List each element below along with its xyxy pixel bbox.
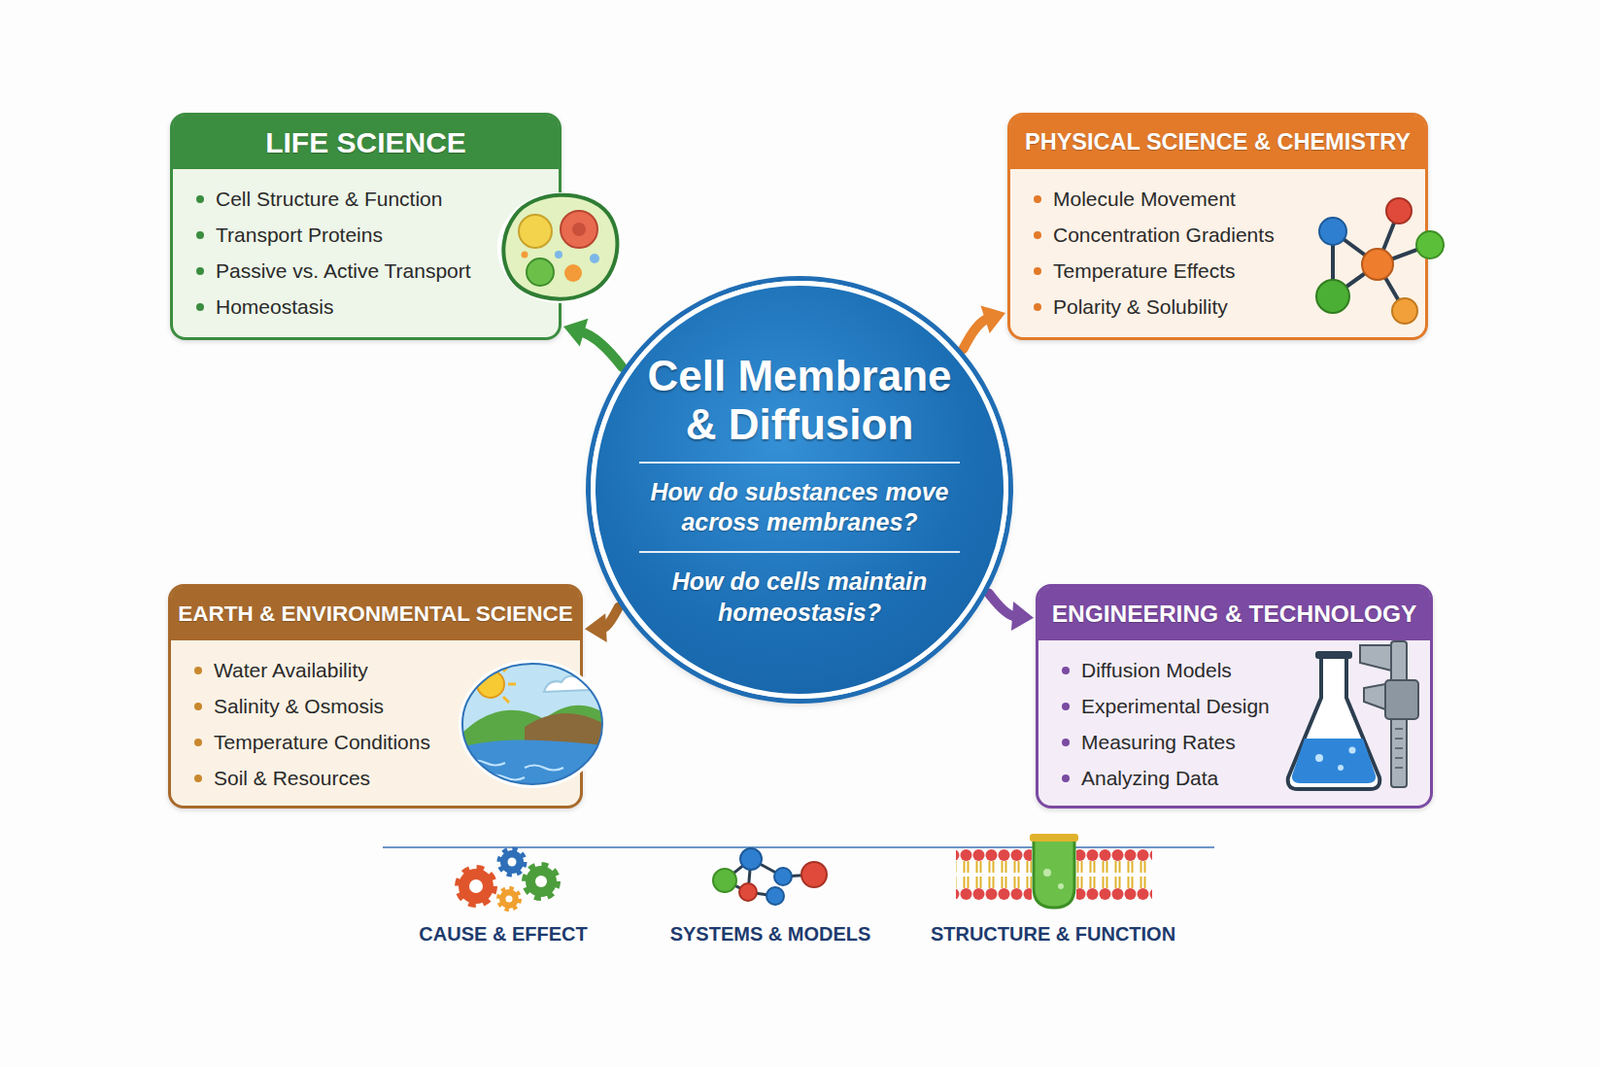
bullet-row: Polarity & Solubility: [1033, 288, 1426, 325]
bullet-text: Salinity & Osmosis: [213, 694, 384, 718]
bullet-dot: [1061, 666, 1070, 675]
arrow-head: [1011, 601, 1034, 631]
topic-box: LIFE SCIENCECell Structure & FunctionTra…: [170, 112, 562, 341]
hub-title: Cell Membrane & Diffusion: [634, 351, 965, 448]
topic-box: PHYSICAL SCIENCE & CHEMISTRYMolecule Mov…: [1007, 112, 1429, 341]
box-heading: EARTH & ENVIRONMENTAL SCIENCE: [170, 586, 580, 641]
box-body: Cell Structure & FunctionTransport Prote…: [172, 169, 559, 335]
bullet-dot: [196, 303, 205, 311]
bullet-row: Measuring Rates: [1061, 723, 1430, 760]
bullet-text: Concentration Gradients: [1053, 223, 1275, 247]
box-body: Water AvailabilitySalinity & OsmosisTemp…: [170, 640, 580, 806]
arrow-head: [563, 318, 588, 347]
topic-box: EARTH & ENVIRONMENTAL SCIENCEWater Avail…: [168, 583, 583, 809]
flow-arrow: [584, 607, 619, 643]
box-heading: PHYSICAL SCIENCE & CHEMISTRY: [1010, 115, 1426, 170]
bullet-dot: [194, 774, 203, 783]
bullet-dot: [1061, 738, 1070, 747]
bullet-text: Cell Structure & Function: [215, 187, 443, 211]
bullet-dot: [1061, 774, 1070, 783]
lab-illustration: [1288, 641, 1419, 789]
box-body: Diffusion ModelsExperimental DesignMeasu…: [1038, 640, 1430, 806]
bullet-row: Transport Proteins: [196, 216, 559, 253]
divider-rule: [382, 846, 1215, 849]
guiding-question: How do substances move across membranes?: [644, 476, 955, 539]
arrow-head: [584, 612, 608, 643]
bullet-row: Diffusion Models: [1061, 651, 1430, 688]
bullet-dot: [1033, 195, 1042, 204]
divider-line: [639, 461, 960, 464]
bullet-row: Water Availability: [194, 651, 580, 688]
bullet-text: Homeostasis: [215, 295, 334, 319]
bullet-dot: [1061, 702, 1070, 711]
bullet-row: Cell Structure & Function: [196, 180, 559, 217]
arrow-shaft: [988, 592, 1016, 616]
hub-circle: Cell Membrane & DiffusionHow do substanc…: [590, 280, 1009, 699]
cell-illustration: [502, 195, 619, 300]
bullet-text: Experimental Design: [1081, 694, 1270, 718]
bullet-dot: [196, 231, 205, 239]
bullet-row: Experimental Design: [1061, 687, 1430, 724]
arrow-shaft: [580, 331, 622, 367]
bullet-text: Molecule Movement: [1053, 187, 1236, 211]
bullet-row: Temperature Conditions: [194, 723, 580, 760]
bullet-row: Salinity & Osmosis: [194, 687, 580, 724]
bullet-row: Homeostasis: [196, 288, 559, 325]
bullet-row: Temperature Effects: [1033, 252, 1426, 289]
box-heading: LIFE SCIENCE: [172, 115, 559, 170]
concept-label: SYSTEMS & MODELS: [670, 922, 872, 946]
bullet-dot: [196, 267, 205, 275]
bullet-row: Concentration Gradients: [1033, 216, 1426, 253]
bullet-dot: [1033, 231, 1042, 239]
bullet-text: Polarity & Solubility: [1053, 295, 1228, 319]
bullet-dot: [1033, 303, 1042, 311]
flow-arrow: [563, 318, 622, 368]
bullet-row: Soil & Resources: [194, 759, 580, 796]
bullet-text: Passive vs. Active Transport: [215, 259, 472, 283]
flow-arrow: [962, 305, 1006, 349]
bullet-text: Transport Proteins: [215, 223, 383, 247]
bullet-text: Temperature Conditions: [213, 730, 431, 754]
arrow-head: [980, 305, 1006, 334]
bullet-dot: [194, 702, 203, 711]
molecule-illustration: [1316, 198, 1444, 324]
bullet-dot: [196, 195, 205, 204]
bullet-row: Analyzing Data: [1061, 759, 1430, 796]
membrane-icon: [955, 833, 1153, 908]
landscape-illustration: [456, 659, 613, 788]
box-body: Molecule MovementConcentration Gradients…: [1010, 169, 1426, 335]
divider-line: [639, 550, 960, 553]
bullet-text: Measuring Rates: [1081, 730, 1236, 754]
network-icon: [713, 848, 827, 905]
box-heading: ENGINEERING & TECHNOLOGY: [1038, 586, 1430, 641]
bullet-row: Molecule Movement: [1033, 180, 1426, 217]
bullet-text: Soil & Resources: [213, 766, 371, 790]
guiding-question: How do cells maintain homeostasis?: [644, 566, 955, 628]
bullet-dot: [194, 738, 203, 747]
bullet-text: Water Availability: [213, 658, 369, 682]
bullet-dot: [1033, 267, 1042, 275]
bullet-row: Passive vs. Active Transport: [196, 252, 559, 289]
gears-icon: [458, 850, 557, 909]
bullet-text: Diffusion Models: [1081, 658, 1232, 682]
arrow-shaft: [962, 318, 988, 350]
concept-label: STRUCTURE & FUNCTION: [930, 922, 1176, 946]
topic-box: ENGINEERING & TECHNOLOGYDiffusion Models…: [1035, 583, 1433, 809]
bullet-text: Analyzing Data: [1081, 766, 1219, 790]
concept-label: CAUSE & EFFECT: [418, 922, 587, 946]
bullet-dot: [194, 666, 203, 675]
flow-arrow: [988, 592, 1034, 631]
bullet-text: Temperature Effects: [1053, 259, 1236, 283]
